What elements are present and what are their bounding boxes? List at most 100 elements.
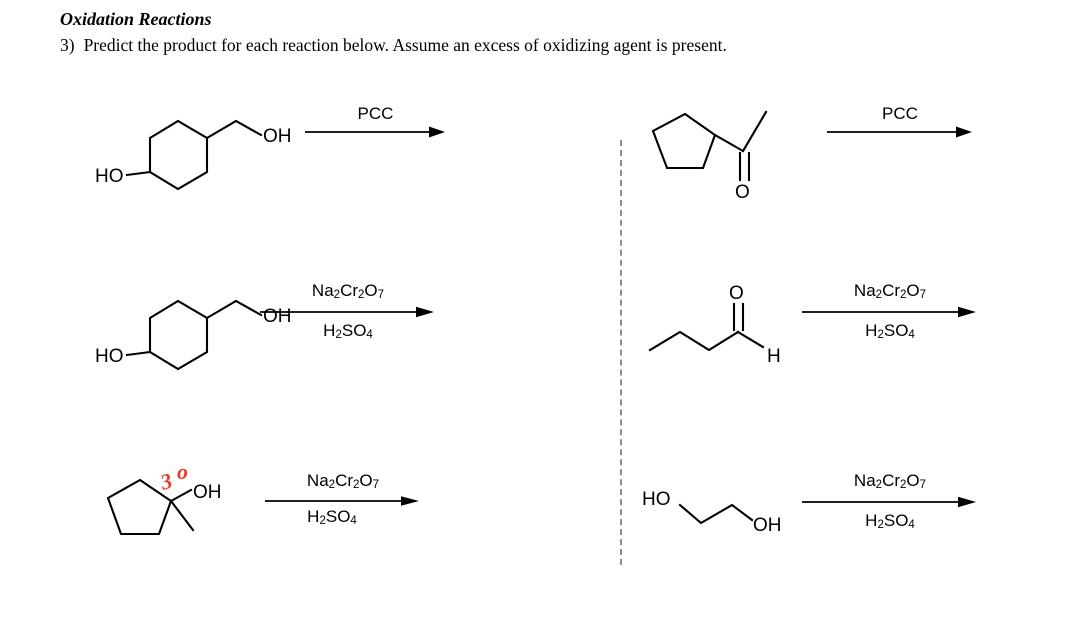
arrow-block-6: Na2Cr2O7 H2SO4 [800,471,980,535]
reaction-arrow-4 [802,306,976,318]
instruction-line: 3) Predict the product for each reaction… [60,33,1060,57]
reagent-above-arrow: Na2Cr2O7 [800,471,980,495]
reagent-sub-2a: 2 [333,289,341,301]
reaction-arrow-2 [827,126,972,138]
reagent-cr: Cr [882,281,901,300]
reaction-6: HO OH Na2Cr2O7 H2SO4 [640,471,1040,578]
reagent-sub-2a: 2 [328,479,336,491]
reaction-2: O PCC [645,98,1045,198]
cyclopentane-ring-bonds [651,112,717,170]
reagent-sub-2a: 2 [875,289,883,301]
alkyl-chain-bonds [648,330,740,352]
reagent-o: O [359,471,373,490]
ring-to-carbonyl-bond [713,133,745,153]
instruction-text: Predict the product for each reaction be… [83,35,727,55]
cyclohexane-ring-bonds [148,299,209,371]
reagent-na: Na [306,471,329,490]
svg-text:3: 3 [157,468,175,495]
atom-label-HO: HO [95,166,124,187]
atom-label-HO: HO [95,346,124,367]
arrow-block-4: Na2Cr2O7 H2SO4 [800,281,980,345]
reagent-s: S [883,321,896,340]
question-number: 3) [60,35,75,55]
annotation-tertiary-3-degree: 3 o [157,468,188,495]
column-divider [620,140,622,565]
reagent-below-arrow: H2SO4 [800,321,980,345]
reagent-h: H [307,507,320,526]
reagent-below-arrow: H2SO4 [258,321,438,345]
reaction-3: HO OH Na2Cr2O7 H2SO4 [95,278,525,378]
structure-butanal: O H [648,283,781,367]
reagent-sub-2b: 2 [900,479,907,491]
reagent-h: H [865,511,878,530]
atom-label-OH: OH [193,482,222,503]
reagent-cr: Cr [335,471,354,490]
reaction-arrow-5 [265,496,419,506]
reagent-s: S [883,511,896,530]
glycol-chain-bonds [678,503,754,525]
arrow-block-1: PCC [303,104,448,140]
reagent-cr: Cr [882,471,901,490]
reagent-o2: O [895,511,909,530]
reagent-o: O [364,281,378,300]
reagent-o2: O [353,321,367,340]
arrow-block-2: PCC [825,104,975,140]
atom-label-HO: HO [642,489,671,510]
reagent-s: S [325,507,338,526]
hydroxymethyl-bond [205,119,263,140]
atom-label-OH: OH [753,515,782,536]
reagent-o2: O [337,507,351,526]
reagent-na: Na [311,281,334,300]
reagent-above-arrow: Na2Cr2O7 [263,471,423,495]
atom-label-OH: OH [263,126,292,147]
atom-label-O: O [729,283,744,304]
reaction-arrow-1 [305,126,445,138]
reagent-below-arrow: H2SO4 [800,511,980,535]
aldehyde-CH-bond [736,330,765,349]
hydroxy-bond [125,170,152,177]
reagent-na: Na [853,471,876,490]
structure-cyclopentyl-ketone: O [651,110,768,198]
structure-cyclohexane-methanol-1: HO OH [95,119,292,191]
atom-label-H: H [767,346,781,367]
hydroxy-bond [125,350,152,357]
methyl-bond [169,499,195,532]
reagent-sub-7: 7 [372,479,380,491]
reagent-sub-7: 7 [919,479,927,491]
reagent-sub-2b: 2 [358,289,365,301]
reagent-sub-2b: 2 [353,479,360,491]
annotation-degree-sign: o [177,468,188,484]
reagent-sub-4: 4 [366,329,373,341]
reagent-o2: O [895,321,909,340]
header: Oxidation Reactions 3) Predict the produ… [60,8,1060,57]
reagent-h: H [865,321,878,340]
reaction-1: HO OH PCC [95,98,525,198]
reagent-above-arrow: Na2Cr2O7 [258,281,438,305]
reagent-sub-4: 4 [908,329,915,341]
reagent-above-arrow: PCC [882,104,918,123]
reagent-cr: Cr [340,281,359,300]
reagent-s: S [341,321,354,340]
reagent-sub-2c: 2 [877,329,884,341]
atom-label-O: O [735,182,750,198]
hydroxymethyl-bond [205,299,263,320]
reaction-4: O H Na2Cr2O7 H2SO4 [645,278,1045,378]
arrow-block-5: Na2Cr2O7 H2SO4 [263,471,423,531]
hydroxyl-bond [169,488,193,503]
cyclohexane-ring-bonds [148,119,209,191]
reagent-h: H [323,321,336,340]
reagent-below-arrow: H2SO4 [263,507,401,531]
reagent-o: O [906,471,920,490]
reaction-arrow-3 [260,306,434,318]
methyl-bond [741,110,768,153]
reagent-sub-4: 4 [350,515,357,527]
reaction-arrow-6 [802,496,976,508]
structure-methylcyclopentanol: OH 3 o [106,468,222,536]
reagent-o: O [906,281,920,300]
arrow-block-3: Na2Cr2O7 H2SO4 [258,281,438,345]
reagent-above-arrow: PCC [357,104,394,123]
reagent-na: Na [853,281,876,300]
reagent-sub-2c: 2 [877,519,884,531]
reagent-sub-2a: 2 [875,479,883,491]
